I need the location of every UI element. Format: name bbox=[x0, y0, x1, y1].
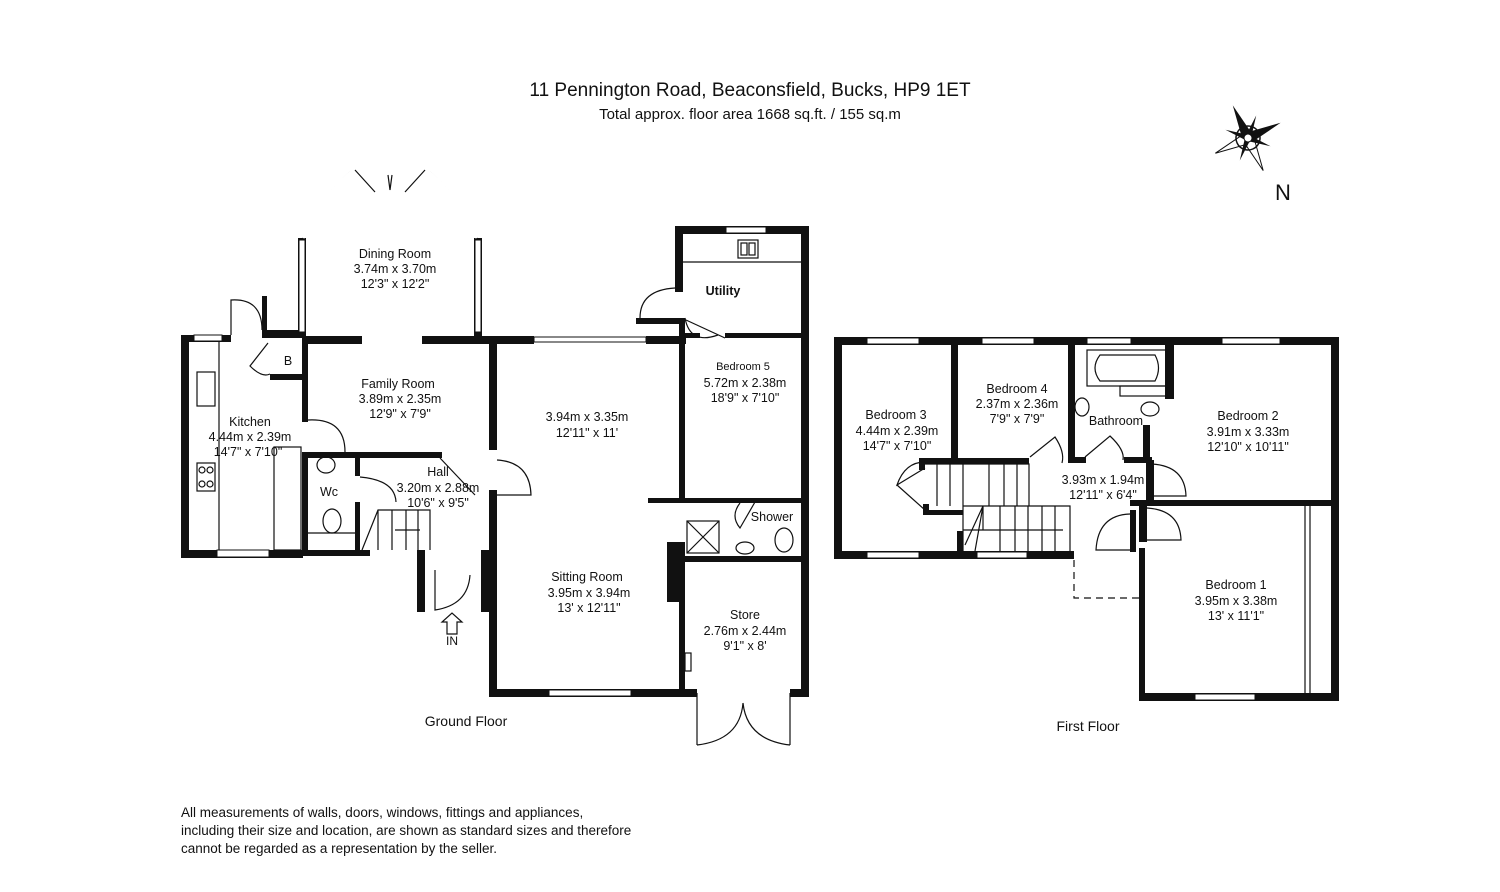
bedroom5-imperial: 18'9" x 7'10" bbox=[711, 391, 780, 405]
bedroom2-metric: 3.91m x 3.33m bbox=[1207, 425, 1290, 439]
disclaimer-line: including their size and location, are s… bbox=[181, 823, 632, 838]
bedroom3-metric: 4.44m x 2.39m bbox=[856, 424, 939, 438]
middle-room-metric: 3.94m x 3.35m bbox=[546, 410, 629, 424]
compass-north-label: N bbox=[1275, 180, 1291, 205]
bathroom-name: Bathroom bbox=[1089, 414, 1143, 428]
kitchen-imperial: 14'7" x 7'10" bbox=[214, 445, 283, 459]
bedroom4-name: Bedroom 4 bbox=[986, 382, 1047, 396]
wc-name: Wc bbox=[320, 485, 338, 499]
utility-name: Utility bbox=[706, 284, 741, 298]
property-address: 11 Pennington Road, Beaconsfield, Bucks,… bbox=[529, 80, 971, 101]
landing-imperial: 12'11" x 6'4" bbox=[1069, 488, 1137, 502]
bedroom5-metric: 5.72m x 2.38m bbox=[704, 376, 787, 390]
disclaimer-line: All measurements of walls, doors, window… bbox=[181, 805, 584, 820]
ground-floor-doors bbox=[230, 287, 756, 611]
kitchen-metric: 4.44m x 2.39m bbox=[209, 430, 292, 444]
first-floor-walls bbox=[834, 337, 1339, 701]
bedroom1-name: Bedroom 1 bbox=[1205, 578, 1266, 592]
dining-room-name: Dining Room bbox=[359, 247, 431, 261]
middle-room-imperial: 12'11" x 11' bbox=[556, 426, 618, 440]
ground-floor-fixtures bbox=[196, 239, 794, 672]
bedroom3-imperial: 14'7" x 7'10" bbox=[863, 439, 932, 453]
bedroom2-name: Bedroom 2 bbox=[1217, 409, 1278, 423]
first-floor-label: First Floor bbox=[1057, 718, 1120, 734]
first-floor-fixtures bbox=[895, 349, 1311, 693]
store-name: Store bbox=[730, 608, 760, 622]
bedroom5-name: Bedroom 5 bbox=[716, 361, 770, 373]
boiler-cupboard-label: B bbox=[284, 354, 292, 368]
disclaimer-line: cannot be regarded as a representation b… bbox=[181, 841, 497, 856]
sitting-room-name: Sitting Room bbox=[551, 570, 623, 584]
disclaimer: All measurements of walls, doors, window… bbox=[181, 804, 701, 858]
entrance-label: IN bbox=[446, 634, 458, 648]
ground-floor-label: Ground Floor bbox=[425, 713, 508, 729]
hall-name: Hall bbox=[427, 465, 449, 479]
bedroom1-metric: 3.95m x 3.38m bbox=[1195, 594, 1278, 608]
hall-imperial: 10'6" x 9'5" bbox=[407, 496, 469, 510]
sitting-room-imperial: 13' x 12'11" bbox=[557, 601, 620, 615]
bedroom3-name: Bedroom 3 bbox=[865, 408, 926, 422]
hall-metric: 3.20m x 2.88m bbox=[397, 481, 480, 495]
bedroom4-metric: 2.37m x 2.36m bbox=[976, 397, 1059, 411]
total-floor-area: Total approx. floor area 1668 sq.ft. / 1… bbox=[599, 106, 901, 123]
shower-name: Shower bbox=[751, 510, 793, 524]
store-metric: 2.76m x 2.44m bbox=[704, 624, 787, 638]
bedroom4-imperial: 7'9" x 7'9" bbox=[990, 412, 1045, 426]
family-room-metric: 3.89m x 2.35m bbox=[359, 392, 442, 406]
bedroom2-imperial: 12'10" x 10'11" bbox=[1207, 440, 1289, 454]
dining-room-imperial: 12'3" x 12'2" bbox=[361, 277, 430, 291]
family-room-imperial: 12'9" x 7'9" bbox=[369, 407, 431, 421]
sitting-room-metric: 3.95m x 3.94m bbox=[548, 586, 631, 600]
family-room-name: Family Room bbox=[361, 377, 435, 391]
bedroom1-imperial: 13' x 11'1" bbox=[1208, 609, 1264, 623]
ground-floor-walls bbox=[181, 169, 809, 746]
kitchen-name: Kitchen bbox=[229, 415, 271, 429]
entrance-arrow-icon bbox=[440, 612, 464, 635]
landing-metric: 3.93m x 1.94m bbox=[1062, 473, 1145, 487]
dining-room-metric: 3.74m x 3.70m bbox=[354, 262, 437, 276]
compass-icon bbox=[1215, 105, 1281, 171]
store-imperial: 9'1" x 8' bbox=[723, 639, 766, 653]
